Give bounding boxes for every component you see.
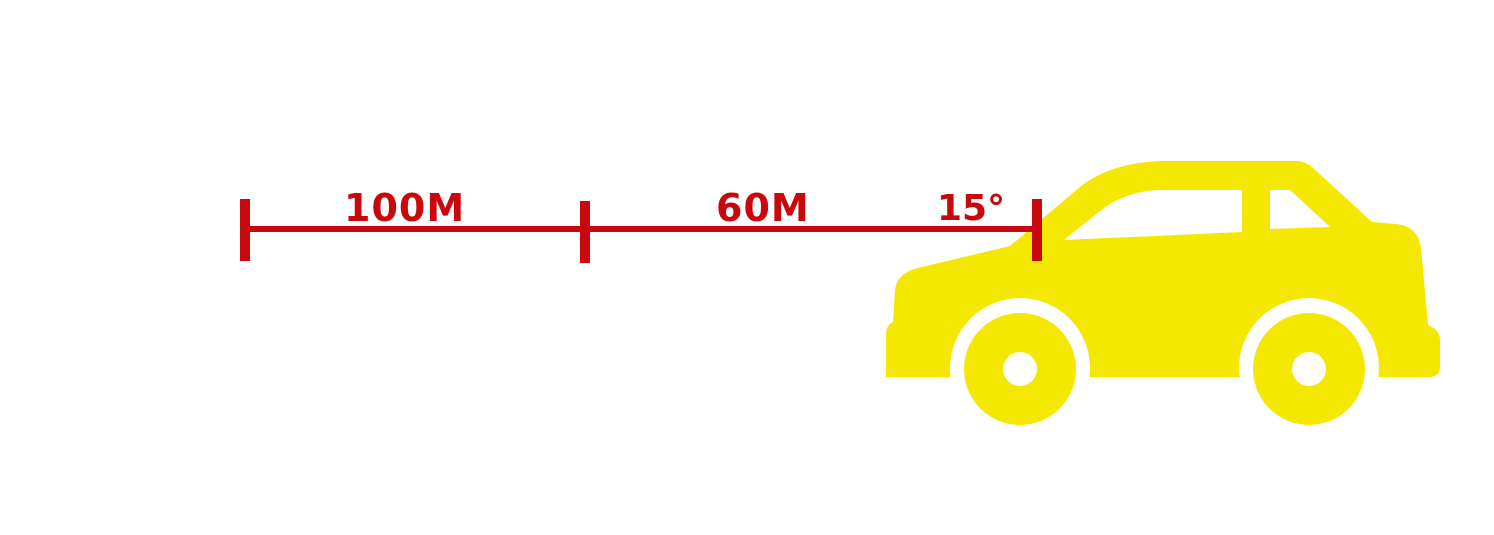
rear-wheel-hub — [1292, 352, 1326, 386]
ruler-tick-end — [1032, 199, 1042, 261]
car-icon — [886, 161, 1440, 438]
front-wheel-hub — [1003, 352, 1037, 386]
angle-label: 15° — [937, 188, 1006, 229]
segment-label-60m: 60M — [716, 186, 810, 230]
ruler-tick-start — [240, 199, 250, 261]
segment-label-100m: 100M — [344, 186, 466, 230]
front-window — [1064, 190, 1242, 240]
distance-ruler — [240, 199, 1042, 263]
ruler-tick-middle — [580, 201, 590, 263]
rear-window — [1270, 190, 1330, 229]
